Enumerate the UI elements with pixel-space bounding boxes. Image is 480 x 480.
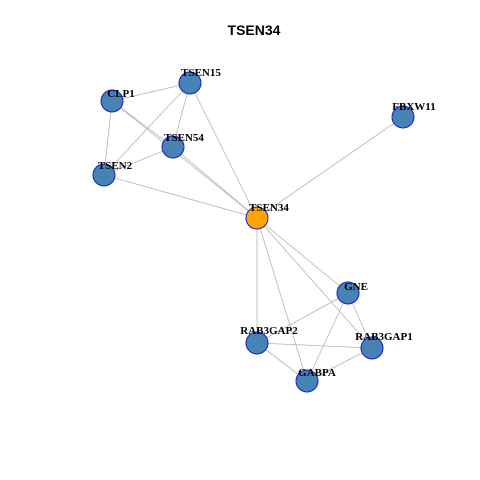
node-tsen34 — [245, 206, 269, 230]
edge-tsen15-tsen2 — [103, 82, 191, 176]
node-label-tsen54: TSEN54 — [164, 132, 204, 144]
edge-layer — [103, 82, 404, 382]
node-fbxw11 — [391, 105, 415, 129]
node-rab3gap2 — [245, 331, 269, 355]
node-label-gne: GNE — [344, 281, 368, 293]
edge-gne-rab3gap2 — [256, 292, 349, 344]
edge-clp1-tsen54 — [111, 100, 174, 148]
edge-rab3gap2-rab3gap1 — [256, 342, 373, 349]
node-label-rab3gap2: RAB3GAP2 — [240, 325, 298, 337]
edge-tsen2-tsen34 — [103, 174, 258, 219]
edge-clp1-tsen15 — [111, 82, 191, 102]
edge-fbxw11-tsen34 — [256, 116, 404, 219]
edge-tsen34-rab3gap1 — [256, 217, 373, 349]
node-label-rab3gap1: RAB3GAP1 — [355, 331, 412, 343]
node-label-tsen15: TSEN15 — [181, 67, 221, 79]
node-tsen54 — [161, 135, 185, 159]
edge-tsen54-tsen2 — [103, 146, 174, 176]
edge-tsen15-tsen34 — [189, 82, 258, 219]
node-label-clp1: CLP1 — [107, 88, 135, 100]
edge-tsen54-tsen34 — [172, 146, 258, 219]
node-label-tsen34: TSEN34 — [249, 202, 289, 214]
node-gne — [336, 281, 360, 305]
node-tsen15 — [178, 71, 202, 95]
edge-gne-gabpa — [306, 292, 349, 382]
node-label-tsen2: TSEN2 — [98, 160, 133, 172]
node-clp1 — [100, 89, 124, 113]
edge-tsen34-gabpa — [256, 217, 308, 382]
node-label-gabpa: GABPA — [298, 367, 336, 379]
node-rab3gap1 — [360, 336, 384, 360]
edge-clp1-tsen34 — [111, 100, 258, 219]
node-label-fbxw11: FBXW11 — [392, 101, 435, 113]
edge-tsen34-gne — [256, 217, 349, 294]
edge-clp1-tsen2 — [103, 100, 113, 176]
edge-rab3gap1-gabpa — [306, 347, 373, 382]
graph-title: TSEN34 — [228, 22, 281, 38]
node-tsen2 — [92, 163, 116, 187]
node-gabpa — [295, 369, 319, 393]
